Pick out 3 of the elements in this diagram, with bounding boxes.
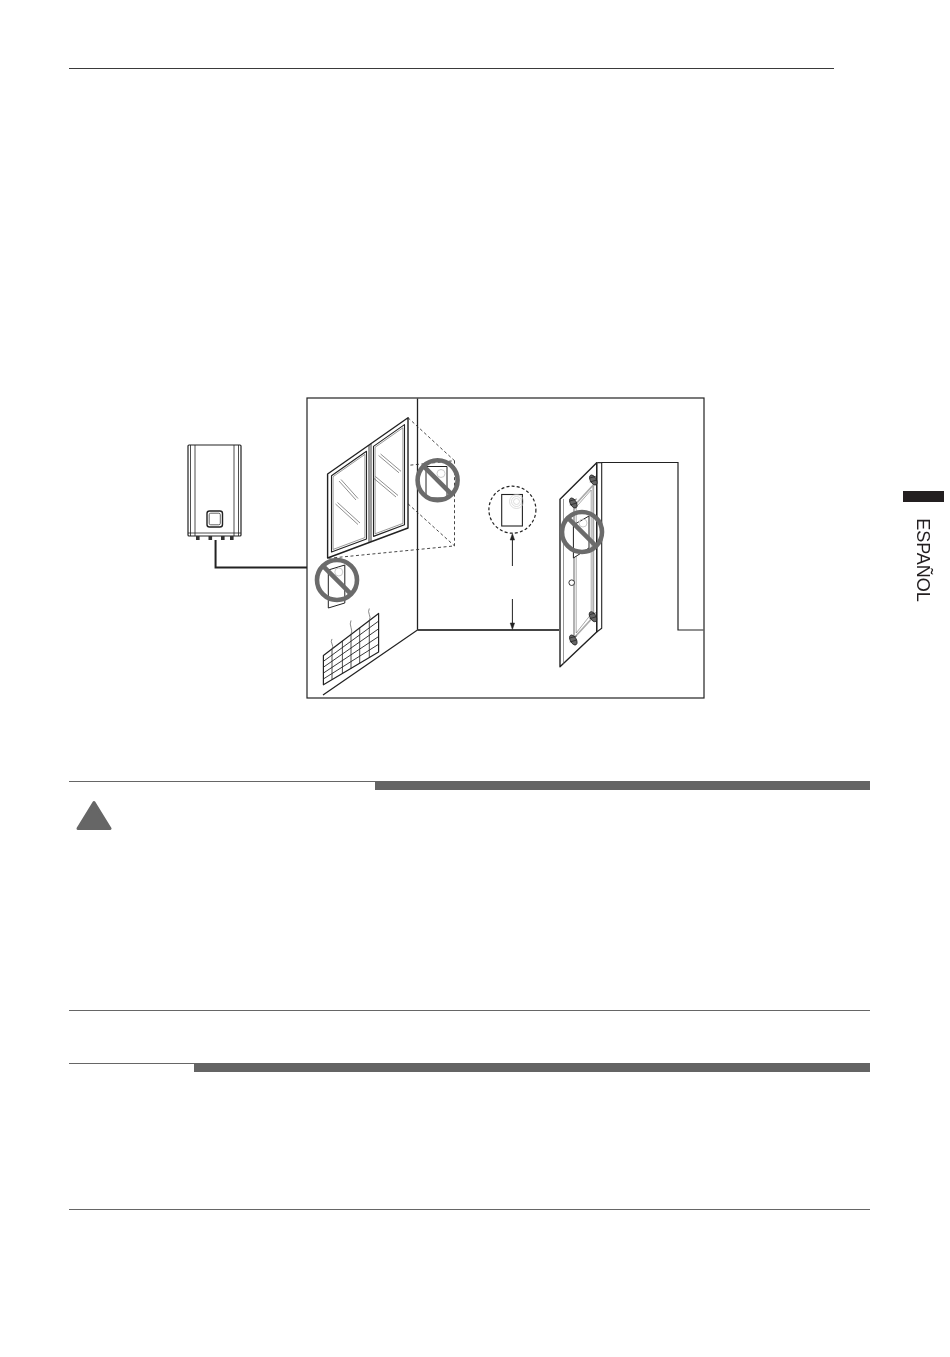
language-label: ESPAÑOL	[913, 518, 932, 602]
cable-line	[214, 539, 308, 569]
outdoor-unit-drawing	[186, 443, 243, 542]
